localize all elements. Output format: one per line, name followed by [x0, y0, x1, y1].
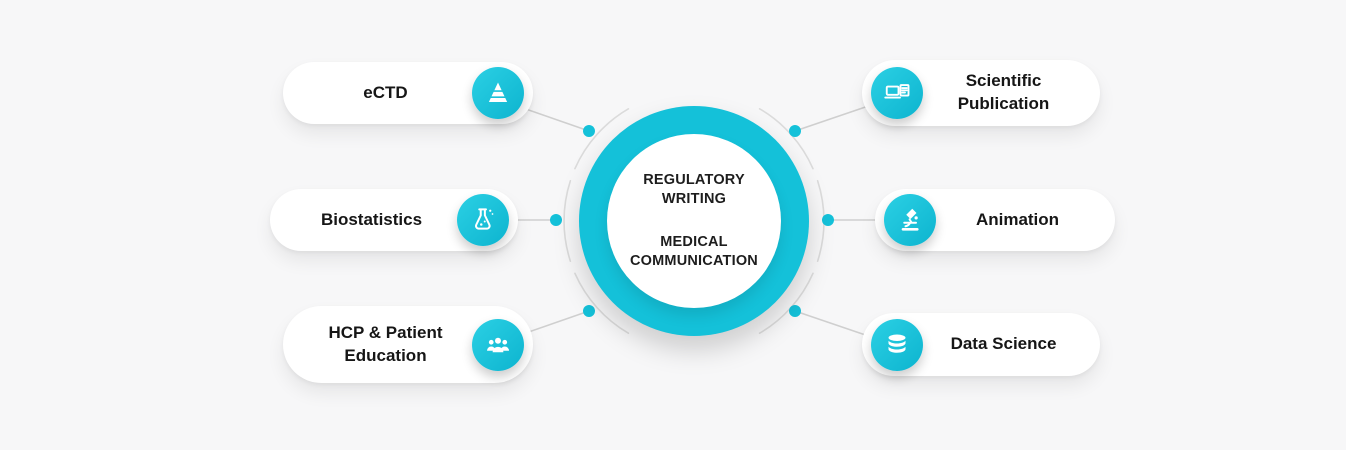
node-hcp-patient-education: HCP & Patient Education: [283, 306, 533, 383]
central-hub: REGULATORY WRITING MEDICAL COMMUNICATION: [579, 106, 809, 336]
connector-dot: [583, 305, 595, 317]
node-label: HCP & Patient Education: [328, 322, 443, 365]
people-icon: [472, 318, 524, 371]
node-scientific-publication: Scientific Publication: [862, 60, 1100, 126]
node-label: Scientific Publication: [957, 71, 1050, 113]
arc-decoration: [574, 108, 630, 170]
node-data-science: Data Science: [862, 313, 1100, 376]
connector-dot: [822, 214, 834, 226]
node-biostatistics: Biostatistics: [270, 189, 518, 251]
microscope-icon: [884, 194, 936, 246]
arc-decoration: [574, 272, 630, 334]
center-title-bottom: MEDICAL COMMUNICATION: [630, 234, 758, 270]
node-animation: Animation: [875, 189, 1115, 251]
pyramid-icon: [472, 67, 524, 119]
connector-dot: [550, 214, 562, 226]
database-icon: [871, 318, 923, 371]
central-hub-inner: REGULATORY WRITING MEDICAL COMMUNICATION: [607, 134, 781, 308]
connector-dot: [789, 125, 801, 137]
node-label: Biostatistics: [320, 209, 423, 229]
node-label: Animation: [975, 209, 1060, 229]
connector-dot: [789, 305, 801, 317]
node-label: eCTD: [363, 82, 408, 102]
center-title-top: REGULATORY WRITING: [643, 171, 745, 207]
flask-icon: [457, 194, 509, 246]
laptop-document-icon: [871, 67, 923, 119]
node-label: Data Science: [950, 334, 1057, 354]
connector-dot: [583, 125, 595, 137]
node-ectd: eCTD: [283, 62, 533, 124]
arc-decoration: [563, 180, 572, 262]
